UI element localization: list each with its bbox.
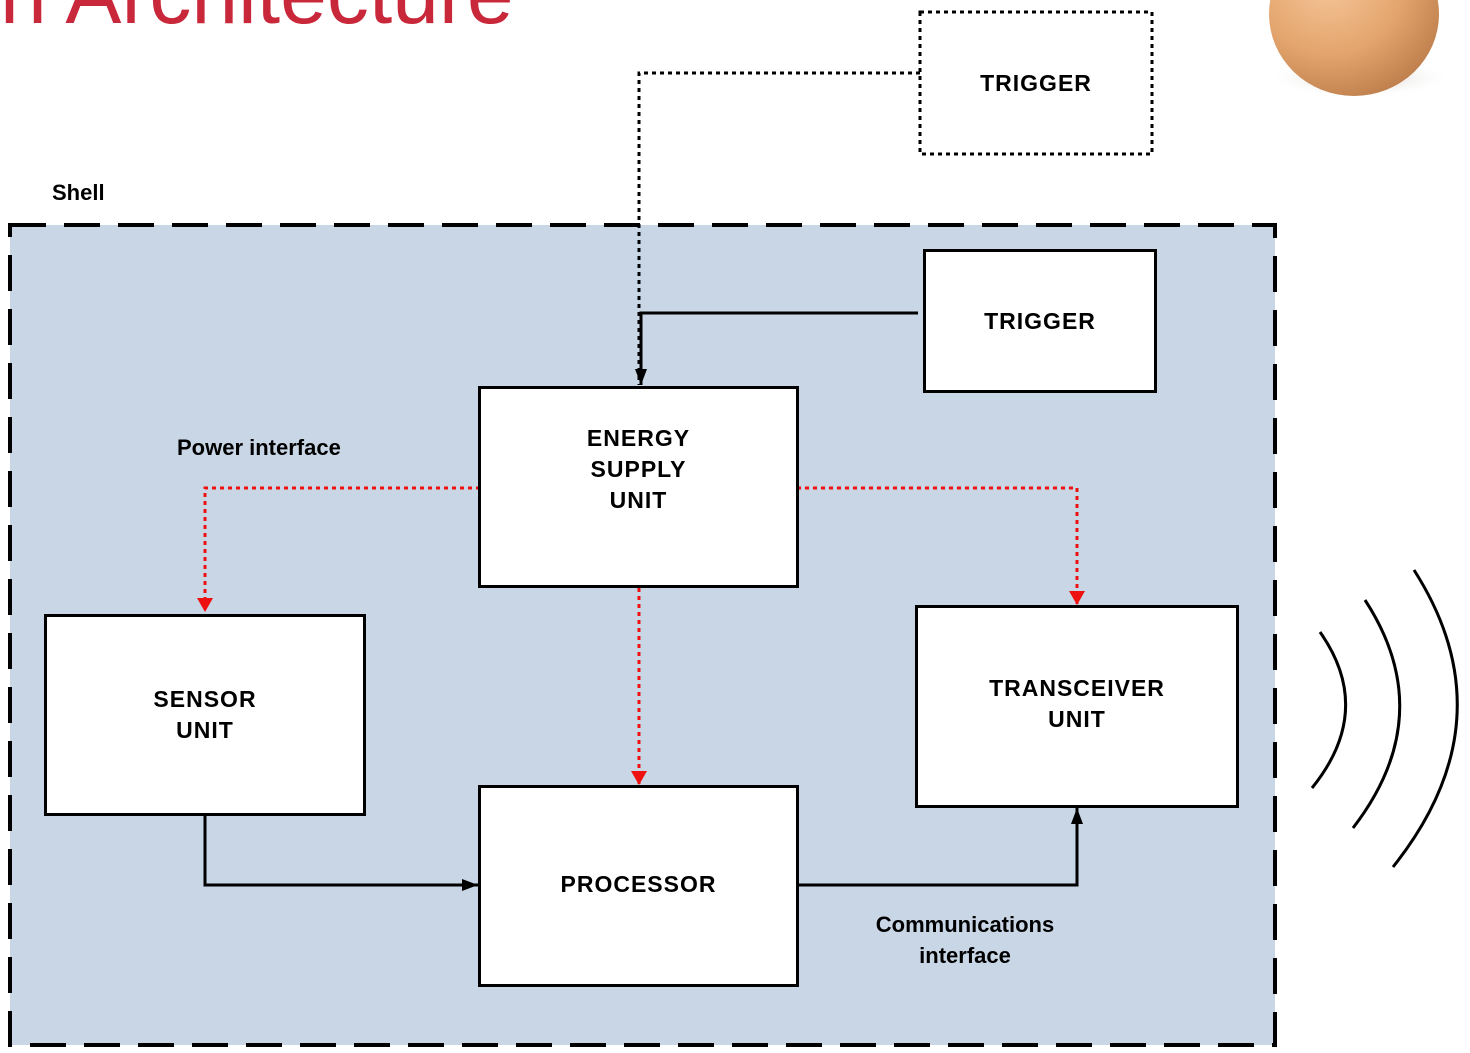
radio-wave-inner: [1310, 631, 1347, 789]
trigger-external-connector: [637, 71, 920, 385]
trigger-internal-text: TRIGGER: [984, 307, 1096, 334]
power-interface-label: Power interface: [177, 435, 341, 460]
shell-border: [8, 223, 1277, 1047]
radio-wave-middle: [1351, 599, 1402, 829]
sensor-to-processor-connector: [203, 815, 478, 891]
sensor-unit-text: SENSOR UNIT: [153, 686, 257, 743]
communications-interface-label: Communications interface: [875, 912, 1055, 968]
energy-supply-unit-text: ENERGY SUPPLY UNIT: [586, 424, 691, 513]
processor-block: PROCESSOR: [478, 785, 799, 987]
trigger-external-block: TRIGGER: [920, 12, 1152, 154]
trigger-internal-connector: [635, 311, 918, 385]
power-line-to-transceiver: [797, 486, 1085, 605]
egg-image: [1268, 0, 1452, 98]
transceiver-unit-text: TRANSCEIVER UNIT: [989, 674, 1165, 732]
processor-to-transceiver-connector: [797, 808, 1083, 887]
power-line-to-sensor: [197, 486, 480, 612]
sensor-unit-block: SENSOR UNIT: [44, 614, 366, 816]
trigger-external-text: TRIGGER: [980, 69, 1092, 96]
slide-title: n Architecture: [0, 0, 514, 36]
shell-label: Shell: [52, 180, 105, 205]
trigger-external-border: [918, 10, 1154, 156]
processor-text: PROCESSOR: [560, 870, 717, 897]
transceiver-unit-block: TRANSCEIVER UNIT: [915, 605, 1239, 808]
trigger-internal-block: TRIGGER: [923, 249, 1157, 393]
radio-wave-outer: [1391, 569, 1459, 868]
energy-supply-unit-block: ENERGY SUPPLY UNIT: [478, 386, 799, 588]
